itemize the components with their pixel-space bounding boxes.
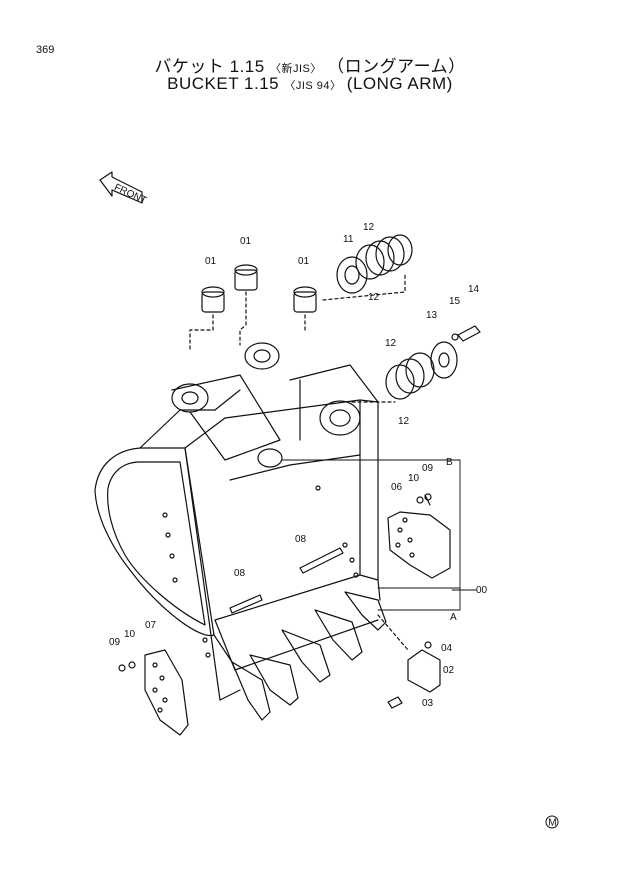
bucket-body <box>94 342 379 701</box>
title-en-main: BUCKET 1.15 <box>167 74 280 93</box>
title-jp-suffix: （ロングアーム） <box>327 57 466 76</box>
callout-08a: 08 <box>295 534 307 545</box>
side-cutter-06 <box>387 493 451 579</box>
callout-12b: 12 <box>368 292 380 303</box>
callout-02: 02 <box>443 665 455 676</box>
callout-09a: 09 <box>422 463 434 474</box>
callout-10a: 10 <box>408 473 420 484</box>
title-en-suffix: (LONG ARM) <box>346 74 453 93</box>
shim-upper-group <box>322 234 413 301</box>
callout-10b: 10 <box>124 629 136 640</box>
side-cutter-07 <box>118 649 189 736</box>
shim-lower-group <box>351 341 458 403</box>
front-arrow-icon: FRONT <box>99 171 148 207</box>
callout-04: 04 <box>441 643 453 654</box>
bolt-14-15 <box>451 325 481 342</box>
callout-07: 07 <box>145 620 157 631</box>
callout-08b: 08 <box>234 568 246 579</box>
title-jp-standard: 〈新JIS〉 <box>269 63 322 75</box>
tooth-02-assembly <box>377 614 441 709</box>
callout-13: 13 <box>426 310 438 321</box>
callout-12d: 12 <box>398 416 410 427</box>
callout-00: 00 <box>476 585 488 596</box>
callout-11: 11 <box>343 234 354 245</box>
page-number: 369 <box>36 44 55 56</box>
title-english: BUCKET 1.15 〈JIS 94〉 (LONG ARM) <box>0 74 620 94</box>
title-en-standard: 〈JIS 94〉 <box>284 80 342 92</box>
title-jp-main: バケット 1.15 <box>154 57 265 76</box>
callout-B: B <box>446 457 453 468</box>
callout-01c: 01 <box>298 256 310 267</box>
callout-09b: 09 <box>109 637 121 648</box>
callout-12a: 12 <box>363 222 375 233</box>
manufacturer-mark-icon: M <box>545 815 559 829</box>
callout-06: 06 <box>391 482 403 493</box>
callout-01a: 01 <box>205 256 217 267</box>
callout-A: A <box>450 612 457 623</box>
leader-lines <box>281 459 477 611</box>
title-japanese: バケット 1.15 〈新JIS〉 （ロングアーム） <box>0 52 620 77</box>
callout-03: 03 <box>422 698 434 709</box>
bucket-teeth <box>214 579 387 721</box>
bolt-08 <box>229 547 344 614</box>
callout-12c: 12 <box>385 338 397 349</box>
callout-15: 15 <box>449 296 461 307</box>
mark-letter: M <box>548 818 556 829</box>
bushing-01-group <box>189 264 317 351</box>
callout-14: 14 <box>468 284 480 295</box>
callout-labels: 01 01 01 11 12 12 12 12 13 14 15 09 10 0… <box>109 222 488 709</box>
callout-01b: 01 <box>240 236 252 247</box>
